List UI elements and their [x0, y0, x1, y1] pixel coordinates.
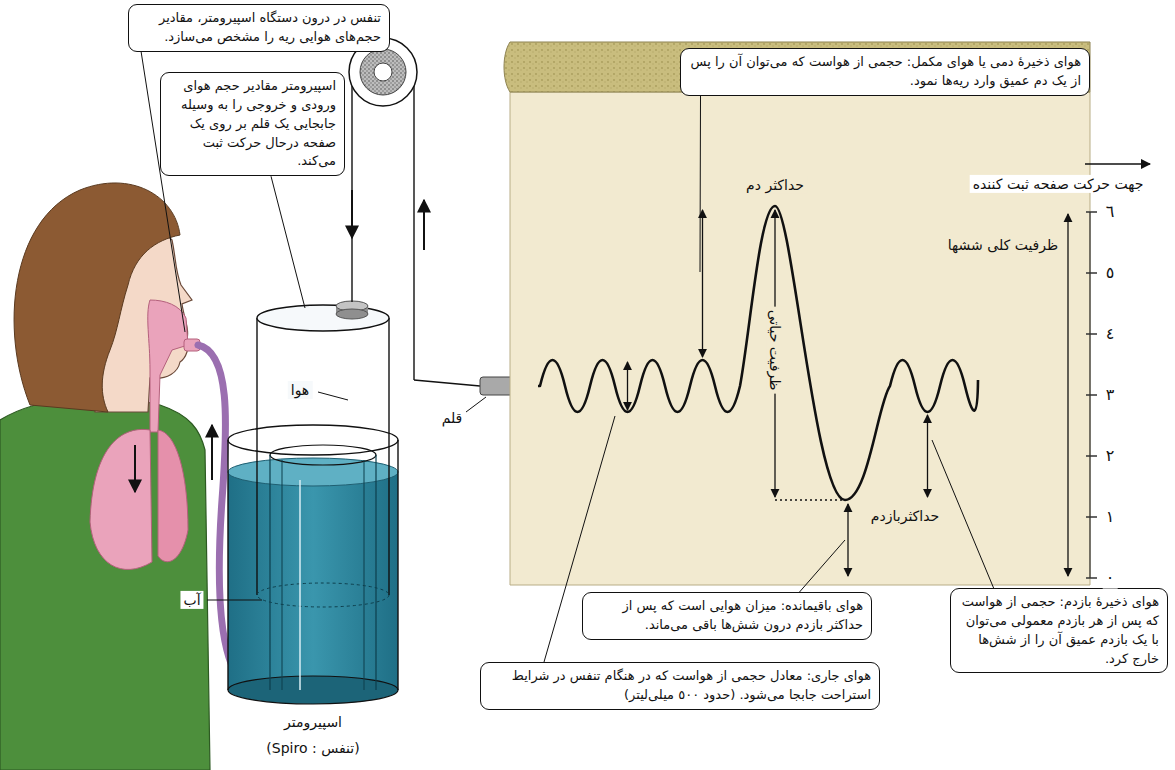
callout-text: هوای ذخیرهٔ بازدم: حجمی از هواست که پس ا… [959, 593, 1159, 668]
recording-paper [504, 42, 1150, 585]
callout-box: هوای ذخیرهٔ دمی یا هوای مکمل: حجمی از هو… [680, 48, 1090, 96]
callout-text: هوای باقیمانده: میزان هوایی است که پس از… [591, 597, 863, 635]
part-label: هوا [288, 381, 313, 399]
leader-line [271, 176, 305, 308]
callout-leaders [141, 52, 994, 662]
axis-number: ٤ [1103, 324, 1118, 345]
callout-text: تنفس در درون دستگاه اسپیرومتر، مقادیر حج… [137, 9, 381, 47]
part-label: ظرفیت حیاتی [766, 307, 784, 394]
axis-number: ٦ [1103, 202, 1118, 223]
leader-lines [207, 392, 486, 600]
part-label: اسپیرومتر [281, 713, 345, 731]
spirometer-tank [228, 301, 398, 704]
flow-arrow [211, 425, 213, 480]
leader-line [800, 540, 846, 592]
part-label: جهت حرکت صفحه ثبت کننده [970, 175, 1147, 193]
callout-box: هوای باقیمانده: میزان هوایی است که پس از… [582, 592, 872, 640]
axis-number: ٣ [1103, 385, 1118, 406]
pulley [349, 38, 480, 386]
callout-text: اسپیرومتر مقادیر حجم هوای ورودی و خروجی … [169, 77, 336, 171]
callout-box: اسپیرومتر مقادیر حجم هوای ورودی و خروجی … [160, 72, 345, 176]
part-label: (تنفس : Spiro) [263, 739, 362, 757]
measure-arrows [628, 210, 1069, 576]
leader-line [700, 96, 702, 272]
callout-box: هوای ذخیرهٔ بازدم: حجمی از هواست که پس ا… [950, 588, 1168, 673]
part-label: قلم [439, 409, 466, 427]
axis-number: ١ [1103, 507, 1118, 528]
part-label: حداکثربازدم [868, 507, 942, 525]
person-figure [0, 183, 210, 770]
part-label: آب [180, 591, 203, 609]
axis-number: ٢ [1103, 446, 1118, 467]
callout-text: هوای جاری: معادل حجمی از هواست که در هنگ… [489, 667, 871, 705]
callout-box: هوای جاری: معادل حجمی از هواست که در هنگ… [480, 662, 880, 710]
callout-text: هوای ذخیرهٔ دمی یا هوای مکمل: حجمی از هو… [689, 53, 1081, 91]
part-label: ظرفیت کلی ششها [945, 236, 1061, 254]
axis-number: ٥ [1103, 263, 1118, 284]
callout-box: تنفس در درون دستگاه اسپیرومتر، مقادیر حج… [128, 4, 390, 52]
part-label: حداکثر دم [743, 176, 807, 194]
axis-number: ٠ [1103, 568, 1118, 589]
